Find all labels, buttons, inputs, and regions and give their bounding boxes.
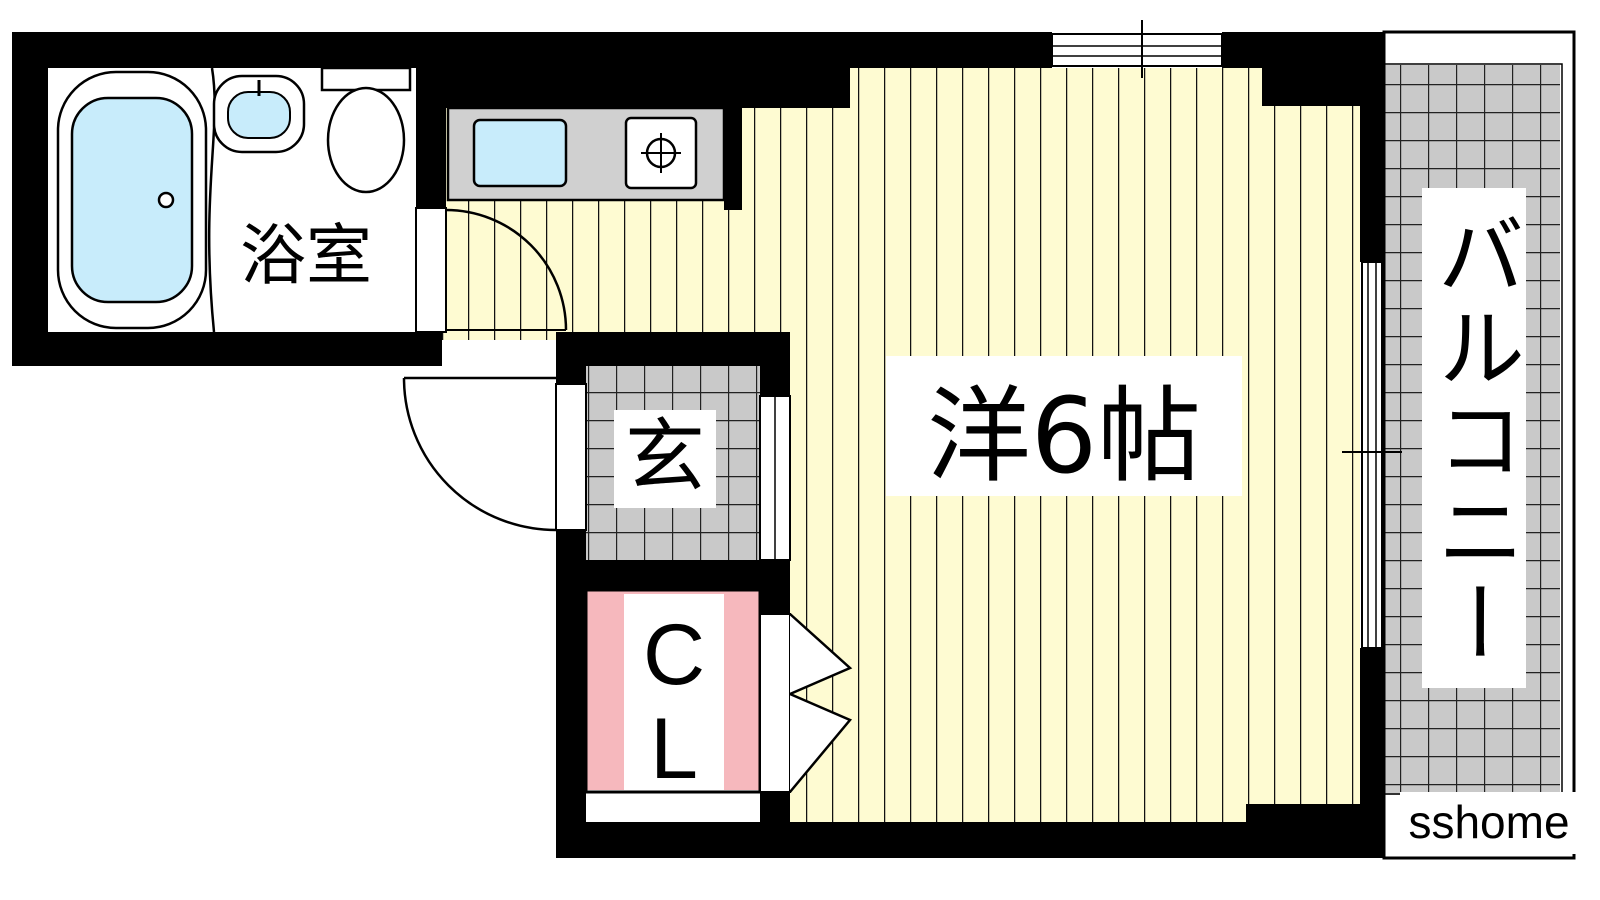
bathroom-door[interactable] [415,207,568,333]
entrance-door[interactable] [402,376,587,532]
watermark-text: sshome [1408,796,1569,848]
balcony-window [1342,261,1402,649]
bath-partition-curve [207,67,216,333]
closet-label-l: L [650,701,698,797]
bathroom-label: 浴室 [240,217,372,294]
balcony-label-panel [1422,188,1526,688]
entrance-label-panel [614,410,716,508]
washbasin [212,74,306,154]
kitchen-counter [446,106,726,202]
entrance-step-door[interactable] [759,395,791,561]
entrance-label: 玄 [625,410,705,503]
western-room-label: 洋6帖 [927,375,1201,497]
closet-label-c: C [643,607,705,703]
closet-folding-door[interactable] [759,613,853,793]
closet-label-panel [624,594,724,790]
room-label-panel [886,356,1242,496]
north-window [1051,20,1223,78]
watermark-panel [1400,792,1578,854]
bathtub [56,70,208,330]
balcony-label: バルコニー [1423,210,1526,670]
walls [12,32,1384,858]
toilet [320,66,412,194]
